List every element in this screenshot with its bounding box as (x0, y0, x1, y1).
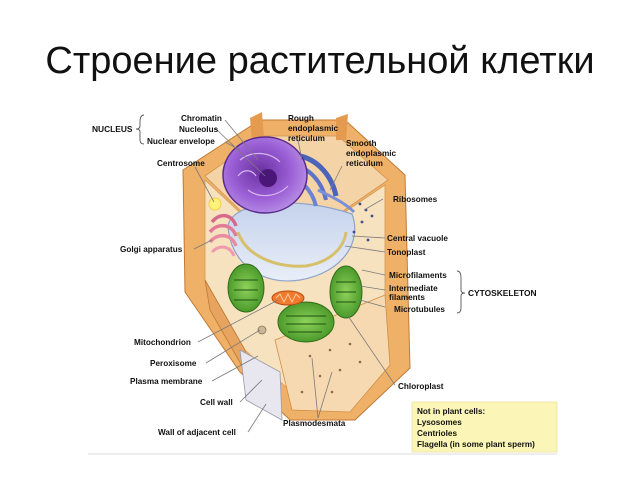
label-nucleolus: Nucleolus (179, 125, 219, 134)
chloroplasts (227, 263, 363, 343)
label-plasmodesmata: Plasmodesmata (283, 419, 346, 428)
leader-lines (193, 119, 396, 433)
label-intermediate-2: filaments (389, 293, 425, 302)
chloroplast-front (277, 301, 335, 343)
golgi-apparatus (208, 213, 238, 257)
label-ribosomes: Ribosomes (393, 195, 438, 204)
label-smooth-er-1: Smooth (346, 139, 376, 148)
nucleus-brace (135, 114, 145, 145)
plasmodesmata (300, 342, 362, 394)
cytoskeleton-brace (456, 270, 466, 314)
label-peroxisome: Peroxisome (150, 359, 197, 368)
label-nucleus-group: NUCLEUS (92, 124, 133, 134)
label-rough-er-2: endoplasmic (288, 124, 338, 133)
chromatin (237, 152, 289, 197)
page-title: Строение растительной клетки (45, 40, 595, 82)
label-nuclear-envelope: Nuclear envelope (147, 137, 215, 146)
peroxisome (257, 325, 267, 335)
label-cell-wall: Cell wall (200, 398, 233, 407)
adjacent-cell-wall (239, 349, 283, 421)
label-plasma-membrane: Plasma membrane (130, 377, 203, 386)
note-heading: Not in plant cells: (417, 407, 485, 416)
note-line-1: Lysosomes (417, 418, 462, 427)
label-microtubules: Microtubules (394, 305, 445, 314)
tonoplast (236, 231, 348, 268)
label-central-vacuole: Central vacuole (387, 234, 448, 243)
nucleolus (259, 169, 277, 187)
note-line-3: Flagella (in some plant sperm) (417, 440, 535, 449)
label-tonoplast: Tonoplast (387, 248, 426, 257)
label-smooth-er-3: reticulum (346, 159, 383, 168)
label-centrosome: Centrosome (157, 159, 205, 168)
label-rough-er-3: reticulum (288, 134, 325, 143)
label-cytoskeleton-group: CYTOSKELETON (468, 288, 537, 298)
label-chloroplast: Chloroplast (398, 382, 444, 391)
label-rough-er-1: Rough (288, 114, 314, 123)
label-microfilaments: Microfilaments (389, 271, 447, 280)
centrosome (208, 197, 222, 211)
ribosomes (352, 202, 374, 242)
note-line-2: Centrioles (417, 429, 457, 438)
wall-pillar-top-right (336, 114, 348, 140)
chloroplast-left (227, 263, 265, 313)
wall-pillar-top-left (250, 112, 264, 142)
label-chromatin: Chromatin (181, 114, 222, 123)
cell-front-face (274, 294, 391, 413)
not-in-plant-cells-box: Not in plant cells: Lysosomes Centrioles… (411, 401, 558, 453)
label-golgi: Golgi apparatus (120, 245, 183, 254)
label-smooth-er-2: endoplasmic (346, 149, 396, 158)
label-wall-adjacent: Wall of adjacent cell (158, 428, 236, 437)
label-intermediate-1: Intermediate (389, 284, 438, 293)
label-mitochondrion: Mitochondrion (134, 338, 191, 347)
